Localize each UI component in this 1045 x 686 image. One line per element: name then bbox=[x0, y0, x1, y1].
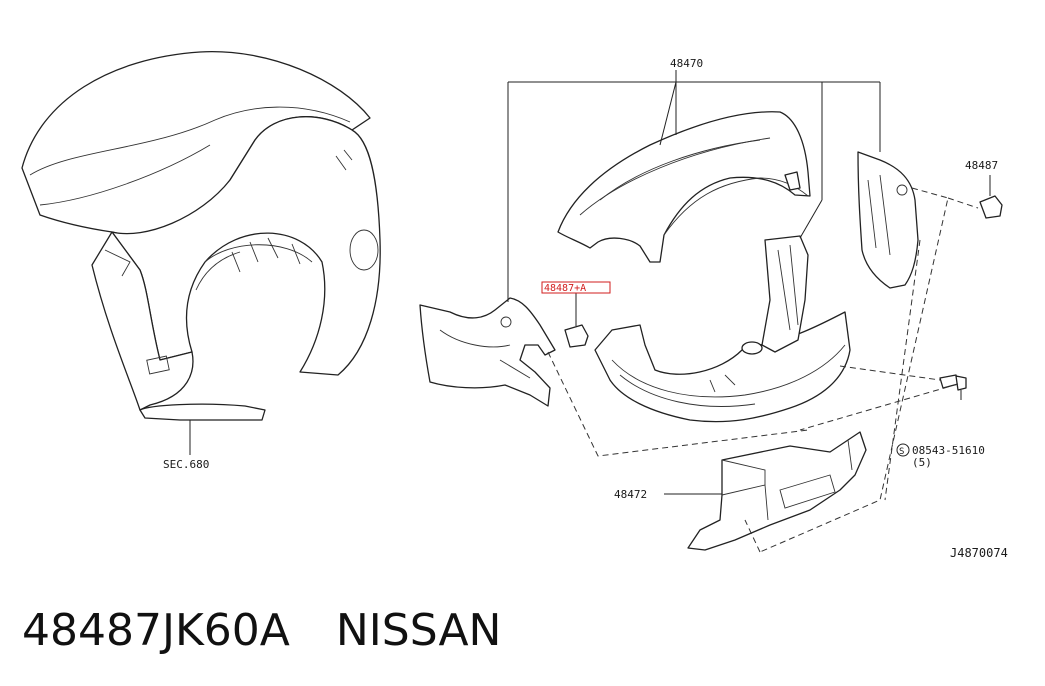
leader-lines bbox=[575, 175, 991, 495]
label-48472[interactable]: 48472 bbox=[614, 488, 647, 501]
steering-wheel-drawing bbox=[21, 51, 381, 455]
label-bolt-qty: (5) bbox=[912, 456, 932, 469]
label-48470[interactable]: 48470 bbox=[670, 57, 703, 70]
cap-48487-drawing bbox=[979, 195, 1003, 219]
bolt-symbol: S bbox=[899, 447, 904, 457]
leader-48470 bbox=[507, 70, 881, 302]
screw-drawing bbox=[939, 374, 967, 400]
label-48487[interactable]: 48487 bbox=[965, 159, 998, 172]
caption-part-number: 48487JK60A bbox=[22, 605, 290, 656]
column-cover-bottom-drawing bbox=[687, 431, 867, 551]
cap-48487-highlight-drawing bbox=[564, 324, 589, 348]
label-ref: J4870074 bbox=[950, 546, 1008, 560]
caption-brand: NISSAN bbox=[335, 605, 502, 656]
label-sec-680[interactable]: SEC.680 bbox=[163, 458, 209, 471]
bolt-symbol-circle bbox=[896, 443, 910, 457]
column-cover-lower-drawing bbox=[594, 235, 851, 423]
bracket-right-drawing bbox=[857, 151, 919, 289]
column-cover-upper-drawing bbox=[557, 111, 811, 263]
dashed-assembly-lines bbox=[547, 187, 979, 553]
highlight-box bbox=[541, 281, 611, 294]
column-cover-left-drawing bbox=[419, 297, 556, 407]
caption: 48487JK60A NISSAN bbox=[22, 596, 501, 666]
label-bolt-code[interactable]: 08543-51610 bbox=[912, 444, 985, 457]
label-48487-highlight[interactable]: 48487+A bbox=[544, 283, 586, 294]
